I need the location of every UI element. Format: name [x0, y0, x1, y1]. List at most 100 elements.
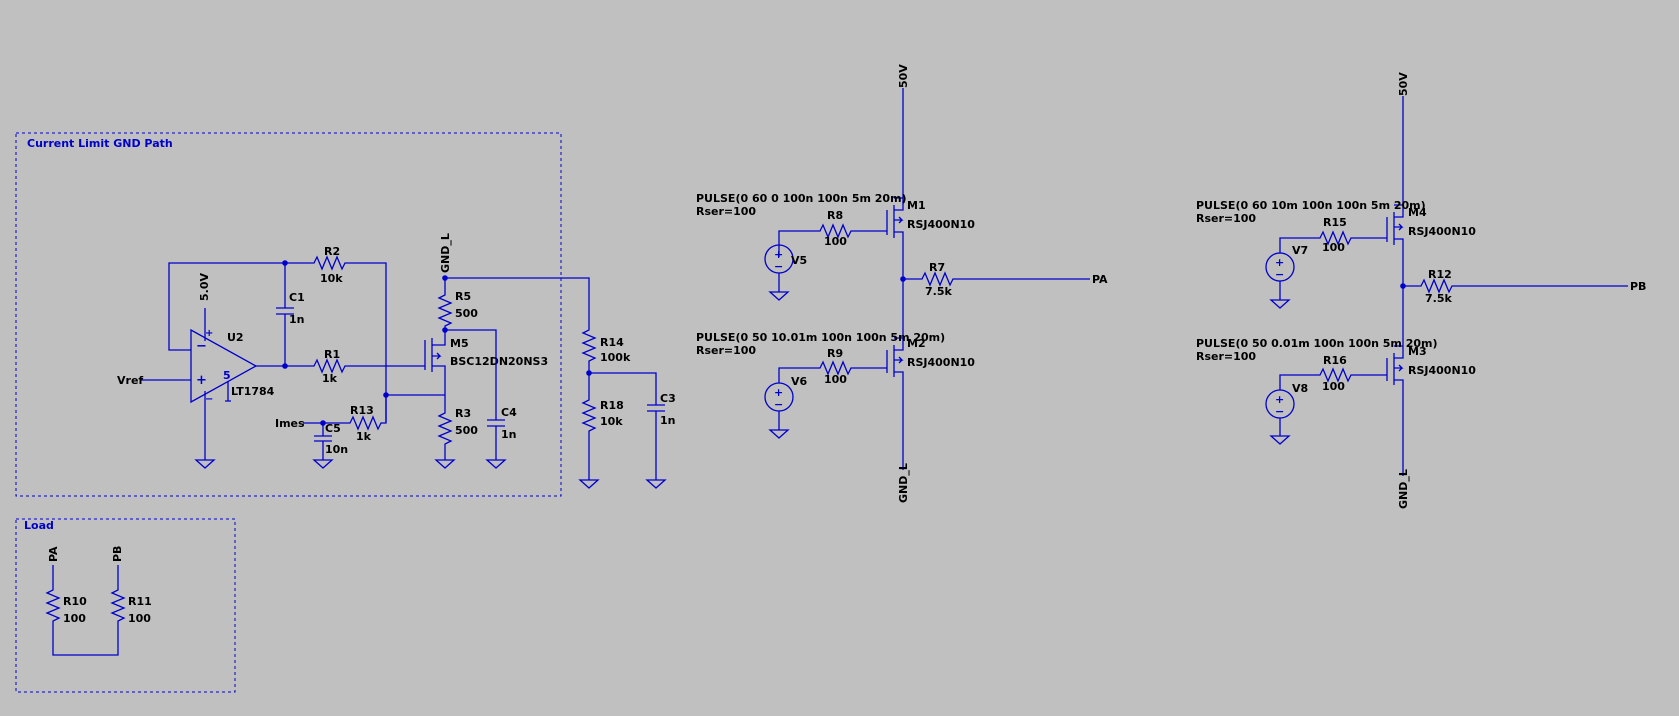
r12-value: 7.5k	[1425, 292, 1452, 305]
r1-name: R1	[324, 348, 340, 361]
svg-text:−: −	[205, 394, 213, 405]
r14-value: 100k	[600, 351, 631, 364]
mosfet-m4[interactable]: M4 RSJ400N10	[1386, 204, 1476, 286]
net-50v-label-a: 50V	[897, 64, 910, 88]
r8-name: R8	[827, 209, 843, 222]
m5-part: BSC12DN20NS3	[450, 355, 548, 368]
r5-name: R5	[455, 290, 471, 303]
svg-text:+: +	[205, 328, 213, 339]
v6-name: V6	[791, 375, 808, 388]
v8-rser: Rser=100	[1196, 350, 1256, 363]
net-50v-label-b: 50V	[1397, 72, 1410, 96]
source-v8[interactable]: + − V8	[1265, 382, 1308, 419]
r16-value: 100	[1322, 380, 1345, 393]
svg-text:+: +	[1275, 256, 1284, 269]
mosfet-m5[interactable]: M5 BSC12DN20NS3	[424, 330, 548, 395]
svg-text:−: −	[774, 398, 783, 411]
r10-value: 100	[63, 612, 86, 625]
r1-value: 1k	[322, 372, 338, 385]
r11-name: R11	[128, 595, 152, 608]
r15-value: 100	[1322, 241, 1345, 254]
c1-name: C1	[289, 291, 305, 304]
net-gnd-l-label-1: GND_L	[439, 233, 452, 273]
r18-name: R18	[600, 399, 624, 412]
v7-name: V7	[1292, 244, 1308, 257]
mosfet-m2[interactable]: M2 RSJ400N10	[886, 337, 975, 470]
m4-part: RSJ400N10	[1408, 225, 1476, 238]
m5-name: M5	[450, 337, 469, 350]
m2-part: RSJ400N10	[907, 356, 975, 369]
v8-pulse: PULSE(0 50 0.01m 100n 100n 5m 20m)	[1196, 337, 1438, 350]
opamp-u2[interactable]: − + + − 5 U2 LT1784	[190, 328, 275, 405]
r13-name: R13	[350, 404, 374, 417]
mosfet-m3[interactable]: M3 RSJ400N10	[1386, 345, 1476, 476]
m2-name: M2	[907, 337, 926, 350]
svg-text:−: −	[1275, 268, 1284, 281]
v8-name: V8	[1292, 382, 1308, 395]
current-limit-box-label: Current Limit GND Path	[27, 137, 173, 150]
r12-name: R12	[1428, 268, 1452, 281]
r2-name: R2	[324, 245, 340, 258]
r2-value: 10k	[320, 272, 343, 285]
svg-text:−: −	[774, 260, 783, 273]
r13-value: 1k	[356, 430, 372, 443]
net-pa-label-load: PA	[47, 546, 60, 562]
c4-value: 1n	[501, 428, 517, 441]
net-vref-label: Vref	[117, 374, 143, 387]
m4-name: M4	[1408, 206, 1427, 219]
r5-value: 500	[455, 307, 478, 320]
v7-rser: Rser=100	[1196, 212, 1256, 225]
opamp-name: U2	[227, 331, 244, 344]
net-gnd-l-label-2: GND_L	[897, 463, 910, 503]
r18-value: 10k	[600, 415, 623, 428]
net-pb-label-load: PB	[111, 546, 124, 562]
c3-name: C3	[660, 392, 676, 405]
mosfet-m1[interactable]: M1 RSJ400N10	[886, 197, 975, 279]
r9-value: 100	[824, 373, 847, 386]
r7-value: 7.5k	[925, 285, 952, 298]
c4-name: C4	[501, 406, 517, 419]
net-pb-label: PB	[1630, 280, 1646, 293]
svg-text:+: +	[196, 373, 207, 388]
svg-text:+: +	[774, 386, 783, 399]
m3-name: M3	[1408, 345, 1427, 358]
net-gnd-l-label-3: GND_L	[1397, 469, 1410, 509]
c3-value: 1n	[660, 414, 676, 427]
svg-text:−: −	[196, 339, 207, 354]
source-v6[interactable]: + − V6	[764, 375, 808, 412]
svg-text:−: −	[1275, 405, 1284, 418]
m3-part: RSJ400N10	[1408, 364, 1476, 377]
c5-name: C5	[325, 422, 341, 435]
opamp-pin-label: 5	[223, 369, 231, 382]
v5-name: V5	[791, 254, 807, 267]
r3-name: R3	[455, 407, 471, 420]
current-limit-box: Current Limit GND Path	[15, 132, 562, 497]
v6-rser: Rser=100	[696, 344, 756, 357]
r8-value: 100	[824, 235, 847, 248]
v6-pulse: PULSE(0 50 10.01m 100n 100n 5m 20m)	[696, 331, 945, 344]
v5-rser: Rser=100	[696, 205, 756, 218]
c1-value: 1n	[289, 313, 305, 326]
r15-name: R15	[1323, 216, 1347, 229]
svg-text:+: +	[1275, 393, 1284, 406]
m1-name: M1	[907, 199, 926, 212]
source-v7[interactable]: + − V7	[1265, 244, 1308, 282]
svg-text:+: +	[774, 248, 783, 261]
r9-name: R9	[827, 347, 843, 360]
r7-name: R7	[929, 261, 945, 274]
opamp-part: LT1784	[231, 385, 275, 398]
m1-part: RSJ400N10	[907, 218, 975, 231]
c5-value: 10n	[325, 443, 348, 456]
r11-value: 100	[128, 612, 151, 625]
load-box: Load	[15, 518, 236, 693]
net-imes-label: Imes	[275, 417, 305, 430]
source-v5[interactable]: + − V5	[764, 244, 807, 274]
v5-pulse: PULSE(0 60 0 100n 100n 5m 20m)	[696, 192, 907, 205]
v7-pulse: PULSE(0 60 10m 100n 100n 5m 20m)	[1196, 199, 1426, 212]
net-pa-label: PA	[1092, 273, 1108, 286]
load-box-label: Load	[24, 519, 54, 532]
net-5v-label: 5.0V	[198, 273, 211, 301]
r10-name: R10	[63, 595, 87, 608]
r3-value: 500	[455, 424, 478, 437]
